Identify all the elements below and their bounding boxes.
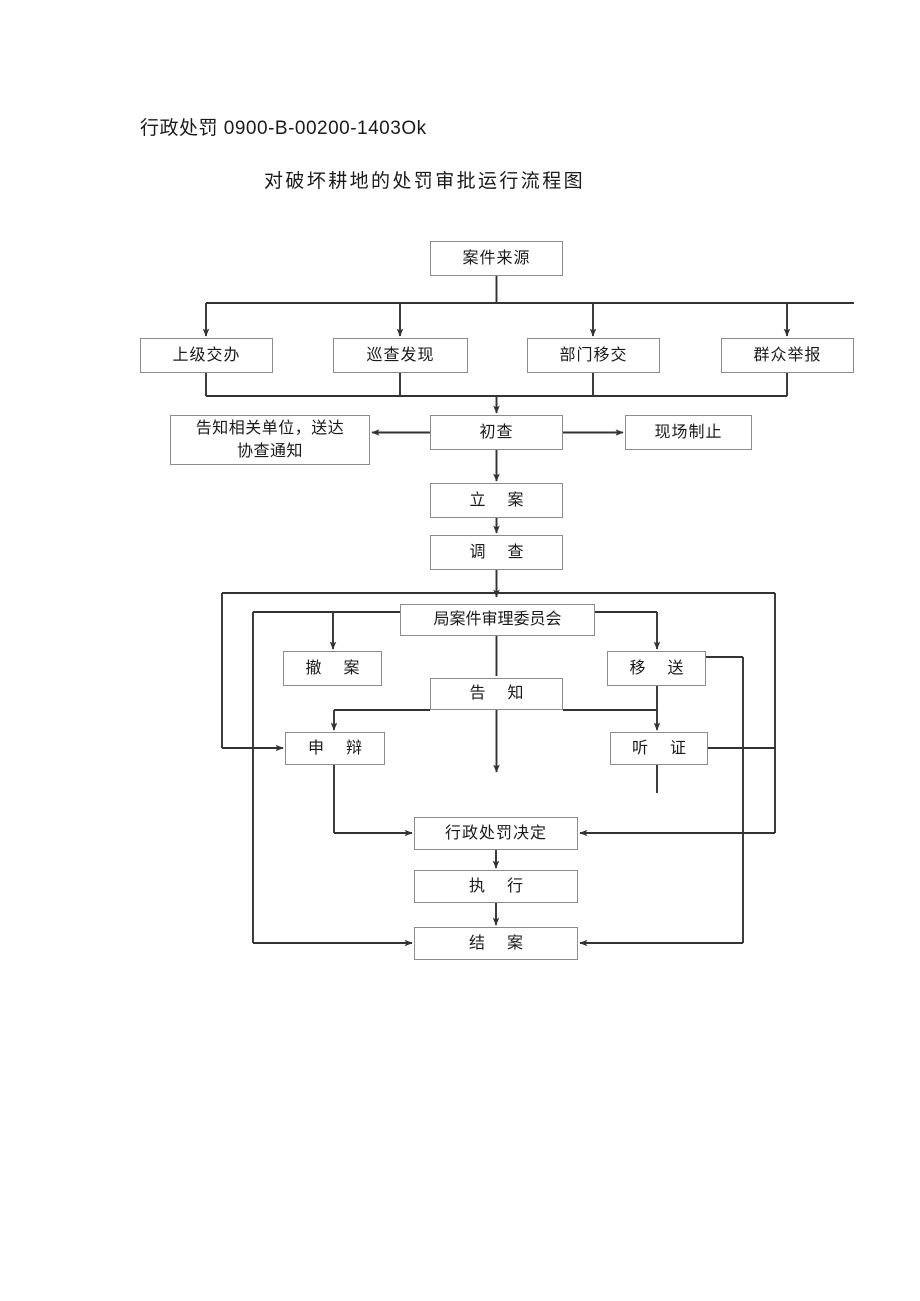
node-investigation[interactable]: 调 查: [430, 535, 563, 570]
node-transfer-case[interactable]: 移 送: [607, 651, 706, 686]
page-title: 对破坏耕地的处罚审批运行流程图: [264, 171, 586, 192]
node-case-review-committee[interactable]: 局案件审理委员会: [400, 604, 595, 636]
node-superior-assignment[interactable]: 上级交办: [140, 338, 273, 373]
node-inform[interactable]: 告 知: [430, 678, 563, 710]
node-onsite-stop[interactable]: 现场制止: [625, 415, 752, 450]
node-department-transfer[interactable]: 部门移交: [527, 338, 660, 373]
node-case-source[interactable]: 案件来源: [430, 241, 563, 276]
document-code-id: 0900-B-00200-1403Ok: [223, 118, 427, 139]
node-close-case[interactable]: 结 案: [414, 927, 578, 960]
node-notify-related-units[interactable]: 告知相关单位，送达 协查通知: [170, 415, 370, 465]
document-code: 行政处罚 0900-B-00200-1403Ok: [140, 113, 427, 140]
node-defense-statement[interactable]: 申 辩: [285, 732, 385, 765]
node-public-report[interactable]: 群众举报: [721, 338, 854, 373]
node-patrol-discovery[interactable]: 巡查发现: [333, 338, 468, 373]
document-code-cn: 行政处罚: [140, 118, 219, 139]
node-file-case[interactable]: 立 案: [430, 483, 563, 518]
node-penalty-decision[interactable]: 行政处罚决定: [414, 817, 578, 850]
node-withdraw-case[interactable]: 撤 案: [283, 651, 382, 686]
node-preliminary-investigation[interactable]: 初查: [430, 415, 563, 450]
node-execution[interactable]: 执 行: [414, 870, 578, 903]
node-hearing[interactable]: 听 证: [610, 732, 708, 765]
